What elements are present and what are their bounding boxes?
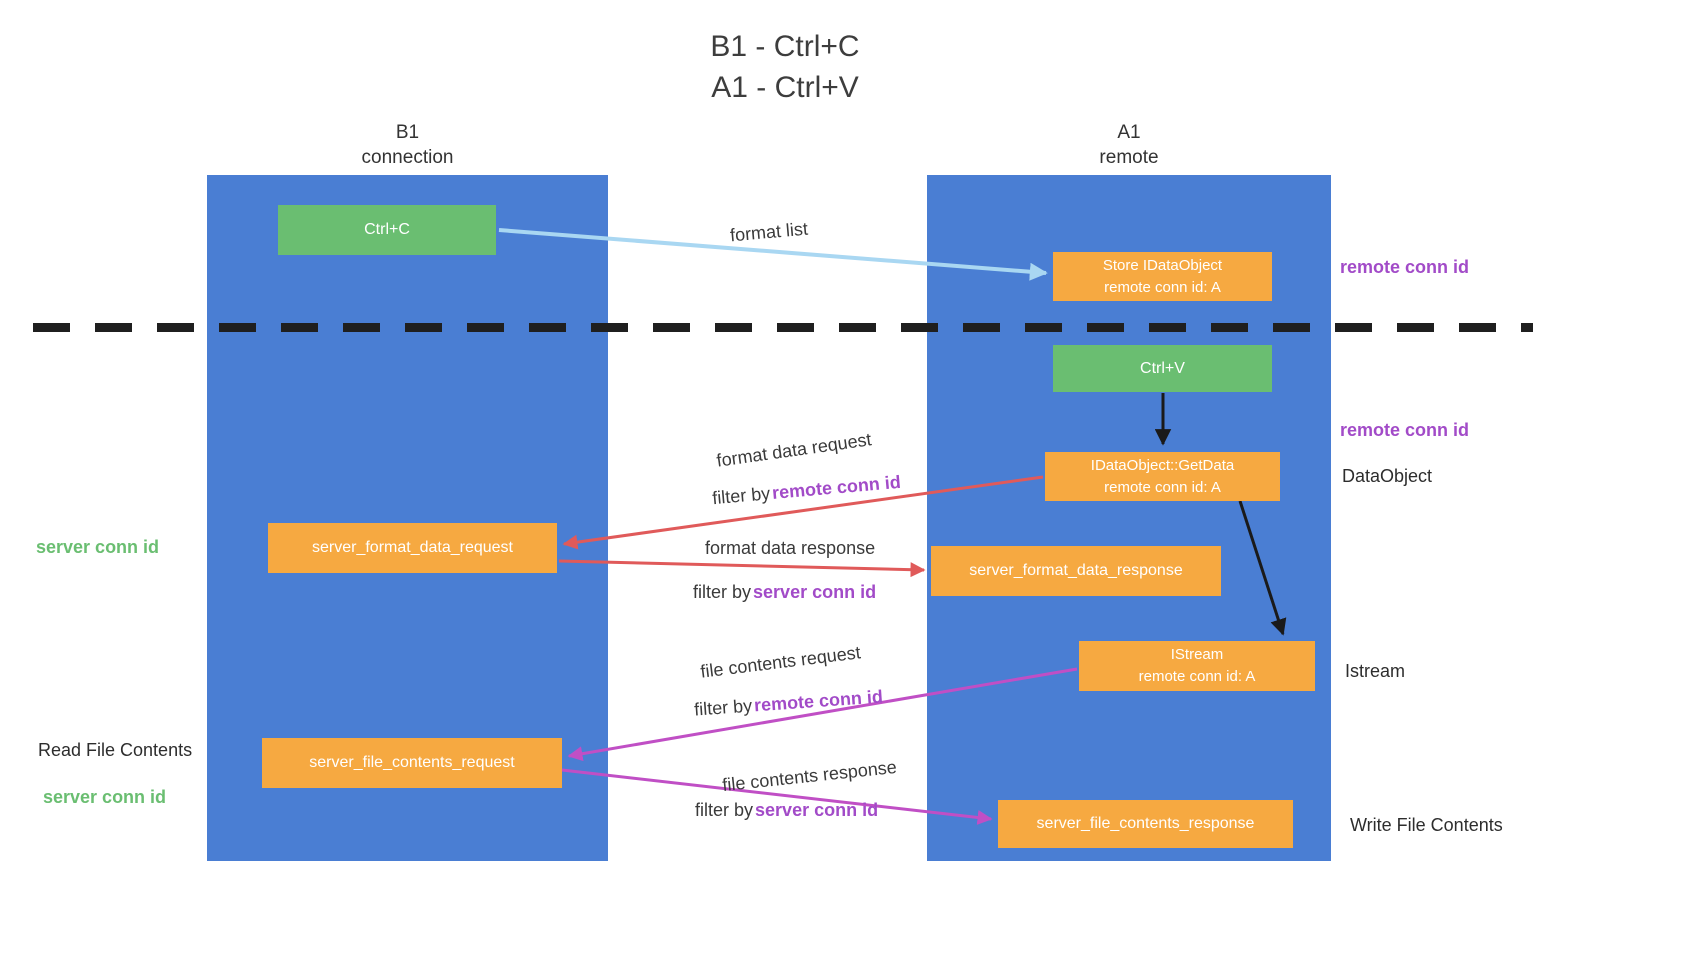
getdata-line1: IDataObject::GetData <box>1090 456 1235 474</box>
server-conn-id-label-bottom: server conn id <box>43 787 167 807</box>
session-separator-dashed-line <box>33 323 1533 332</box>
diagram-title: B1 - Ctrl+C A1 - Ctrl+V <box>585 26 985 108</box>
lane-a1-sublabel: remote <box>1099 147 1159 168</box>
filter-by-text-3: filter by <box>693 695 753 720</box>
remote-conn-id-label-top: remote conn id <box>1340 257 1470 277</box>
server-file-contents-request-label: server_file_contents_request <box>309 754 515 771</box>
server-format-data-response-box: server_format_data_response <box>931 546 1221 596</box>
remote-conn-id-label-mid: remote conn id <box>1340 420 1470 440</box>
istream-line2: remote conn id: A <box>1138 668 1256 685</box>
file-contents-request-label: file contents request <box>699 642 862 682</box>
server-file-contents-response-label: server_file_contents_response <box>1036 815 1255 832</box>
file-contents-response-label: file contents response <box>721 756 898 796</box>
store-idataobject-line1: Store IDataObject <box>1102 256 1223 274</box>
remote-conn-id-text-2: remote conn id <box>753 686 884 716</box>
server-format-data-request-box: server_format_data_request <box>268 523 557 573</box>
server-conn-id-label-top: server conn id <box>36 537 160 557</box>
format-data-response-arrow <box>558 559 926 578</box>
server-file-contents-request-box: server_file_contents_request <box>262 738 562 788</box>
filter-by-text-2: filter by <box>693 582 752 602</box>
lane-a1-name: A1 <box>1117 122 1141 143</box>
lane-b1-sublabel: connection <box>361 147 454 168</box>
filter-by-remote-conn-id-label-1: filter byremote conn id <box>711 472 901 509</box>
store-idataobject-line2: remote conn id: A <box>1104 278 1221 296</box>
dataobject-label: DataObject <box>1342 466 1433 486</box>
server-conn-id-text-1: server conn id <box>753 582 877 602</box>
istream-line1: IStream <box>1170 646 1224 663</box>
lane-header-b1: B1 connection <box>207 120 608 170</box>
lane-b1-name: B1 <box>395 122 420 143</box>
istream-box: IStream remote conn id: A <box>1079 641 1315 691</box>
read-file-contents-label: Read File Contents <box>38 740 193 760</box>
filter-by-remote-conn-id-label-2: filter byremote conn id <box>693 686 883 720</box>
filter-by-text-1: filter by <box>711 483 771 509</box>
remote-conn-id-text-1: remote conn id <box>771 471 902 503</box>
server-format-data-response-label: server_format_data_response <box>969 562 1183 579</box>
ctrl-c-label: Ctrl+C <box>364 221 410 238</box>
title-line-1: B1 - Ctrl+C <box>710 30 860 63</box>
format-data-request-label: format data request <box>715 429 873 471</box>
write-file-contents-label: Write File Contents <box>1350 815 1503 835</box>
title-line-2: A1 - Ctrl+V <box>711 71 859 104</box>
ctrl-v-label: Ctrl+V <box>1140 359 1185 377</box>
idataobject-getdata-box: IDataObject::GetData remote conn id: A <box>1045 452 1280 501</box>
istream-side-label: Istream <box>1345 661 1406 681</box>
server-conn-id-text-2: server conn id <box>755 800 879 820</box>
format-list-label: format list <box>729 218 809 246</box>
server-file-contents-response-box: server_file_contents_response <box>998 800 1293 848</box>
getdata-line2: remote conn id: A <box>1104 478 1221 496</box>
format-data-response-label: format data response <box>705 538 876 558</box>
filter-by-text-4: filter by <box>695 800 754 820</box>
ctrl-c-box: Ctrl+C <box>278 205 496 255</box>
lane-header-a1: A1 remote <box>927 120 1331 170</box>
server-format-data-request-label: server_format_data_request <box>312 539 513 556</box>
ctrl-v-box: Ctrl+V <box>1053 345 1272 392</box>
store-idataobject-box: Store IDataObject remote conn id: A <box>1053 252 1272 301</box>
